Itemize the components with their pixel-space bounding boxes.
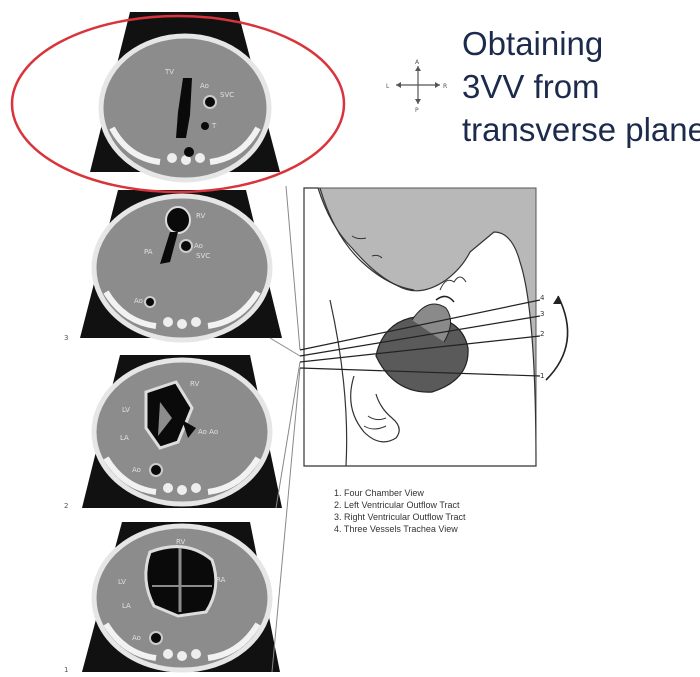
panel2-label-pa: PA (144, 248, 153, 256)
legend-item-1: 1. Four Chamber View (334, 487, 466, 499)
title-line-2: 3VV from (462, 65, 700, 108)
sweep-arrow (546, 296, 568, 380)
ultrasound-panel-3vv (90, 12, 280, 180)
compass-label-l: L (386, 83, 390, 90)
legend-item-4: 4. Three Vessels Trachea View (334, 523, 466, 535)
legend-item-2: 2. Left Ventricular Outflow Tract (334, 499, 466, 511)
panel2-label-ao-desc: Ao (134, 297, 143, 305)
panel1-label-svc: SVC (220, 91, 234, 99)
panel3-label-ao-ao: Ao Ao (198, 428, 218, 436)
ultrasound-panel-rvot (80, 190, 282, 340)
panel4-label-lv: LV (118, 578, 126, 586)
panel3-label-rv: RV (190, 380, 199, 388)
panel2-number: 3 (64, 334, 68, 342)
fetal-illustration (304, 188, 536, 466)
view-legend: 1. Four Chamber View 2. Left Ventricular… (334, 487, 466, 535)
panel4-label-ao: Ao (132, 634, 141, 642)
plane-number-1: 1 (540, 372, 544, 380)
compass-label-a: A (415, 59, 420, 66)
plane-number-2: 2 (540, 330, 544, 338)
title-line-3: transverse plane (462, 108, 700, 151)
plane-number-3: 3 (540, 310, 544, 318)
panel2-label-rv: RV (196, 212, 205, 220)
title-line-1: Obtaining (462, 22, 700, 65)
compass-label-p: P (415, 107, 419, 114)
plane-number-4: 4 (540, 294, 545, 302)
panel3-number: 2 (64, 502, 68, 510)
panel1-label-ao: Ao (200, 82, 209, 90)
panel3-label-la: LA (120, 434, 129, 442)
panel2-label-ao: Ao (194, 242, 203, 250)
panel1-label-tv: TV (164, 68, 174, 76)
panel4-label-la: LA (122, 602, 131, 610)
panel2-label-svc: SVC (196, 252, 210, 260)
panel3-label-lv: LV (122, 406, 130, 414)
panel3-label-ao: Ao (132, 466, 141, 474)
panel4-number: 1 (64, 666, 68, 674)
ultrasound-panel-lvot (82, 355, 282, 508)
slide-title: Obtaining 3VV from transverse plane (462, 22, 700, 151)
connector-lines (270, 186, 300, 672)
compass-label-r: R (443, 83, 447, 90)
panel4-label-rv: RV (176, 538, 185, 546)
panel1-label-t: T (211, 122, 217, 130)
orientation-compass (396, 66, 440, 104)
panel4-label-ra: RA (216, 576, 226, 584)
legend-item-3: 3. Right Ventricular Outflow Tract (334, 511, 466, 523)
